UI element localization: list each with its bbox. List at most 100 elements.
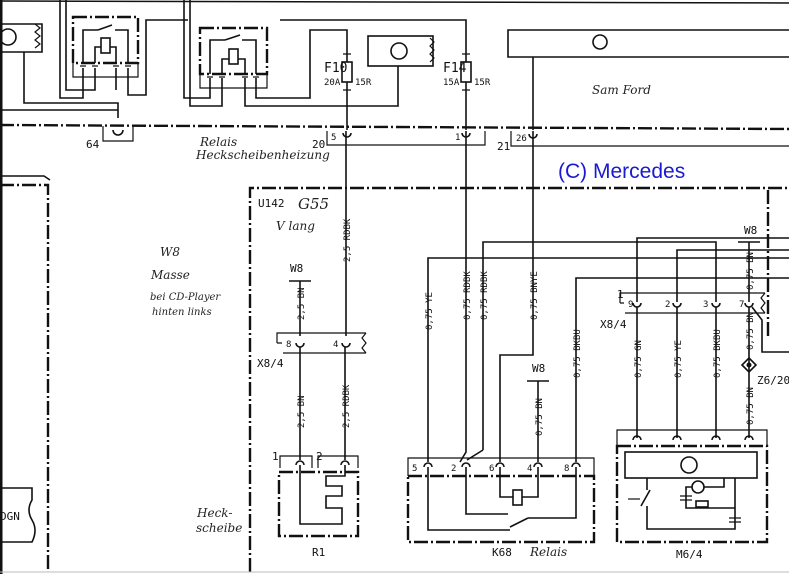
wire-label-075-rdbk-a: 0,75 RDBK: [463, 271, 473, 320]
r1-label: R1: [312, 546, 325, 559]
control-unit-top-right: Sam Ford: [507, 29, 789, 130]
svg-text:Z6/20: Z6/20: [757, 374, 789, 387]
wire-label-075-gn: 0,75 GN: [634, 340, 644, 378]
relay-switch-icon: [509, 517, 529, 528]
relay-switch-icon: [97, 24, 113, 31]
fuse-f14-id: F14: [443, 61, 467, 76]
relay-coil-icon: [228, 48, 239, 65]
watermark: (C) Mercedes: [558, 160, 685, 183]
wire-label-075-bnye: 0,75 BNYE: [530, 271, 540, 320]
svg-text:bei CD-Player: bei CD-Player: [150, 292, 221, 303]
svg-text:3: 3: [703, 300, 708, 310]
wire-label-075-bkbu: 0,75 BKBU: [573, 329, 583, 378]
svg-text:8: 8: [564, 464, 569, 474]
wire-label-075-bn-right-mid: 0,75 BN: [746, 312, 756, 350]
wire-075-ye: [427, 257, 789, 462]
heater-element-icon: [695, 500, 709, 508]
svg-text:6: 6: [489, 464, 494, 474]
svg-text:Masse: Masse: [150, 268, 190, 282]
connector-21-label: 21: [497, 140, 510, 153]
connector-x8-4-right: 1 9 2 3 7 X8/4: [600, 288, 766, 331]
fuse-f10: F10 20A 15R: [283, 29, 399, 130]
wire-075-bnye: [499, 131, 534, 462]
wire-label-25-rdbk: 2,5 RDBK: [343, 218, 353, 262]
k68-label: K68: [492, 546, 512, 559]
connector-dgn-label: DGN: [0, 510, 20, 523]
component-k68-relay: 5 2 6 4 8 K68 Relais: [406, 457, 596, 559]
handwritten-k68-relais: Relais: [529, 545, 567, 559]
handwritten-heck: Heck-: [196, 506, 232, 520]
handwritten-g55: G55: [298, 195, 329, 213]
svg-text:W8: W8: [290, 262, 303, 275]
connector-64-label: 64: [86, 138, 100, 151]
connector-20: 20 5 1: [312, 131, 486, 151]
wire-label-075-bn-middle: 0,75 BN: [535, 398, 545, 436]
svg-text:2: 2: [665, 300, 670, 310]
handwritten-scheibe: scheibe: [196, 521, 242, 535]
relay-switch-icon: [224, 34, 241, 41]
wire-075-ye-top: [676, 249, 789, 302]
fuse-f10-terminal: 15R: [355, 78, 372, 88]
handwritten-heckscheibenheizung: Heckscheibenheizung: [195, 148, 330, 162]
wire-label-25-bn-lower: 2,5 BN: [297, 395, 307, 428]
x8-4-left-label: X8/4: [257, 357, 284, 370]
ground-w8-left: W8: [289, 262, 311, 336]
svg-text:9: 9: [628, 300, 633, 310]
transistor-module-middle: [280, 19, 467, 67]
svg-text:5: 5: [412, 464, 417, 474]
u142-module-border: [248, 186, 789, 572]
splice-z6-20: Z6/20: [740, 356, 789, 387]
wire-label-075-bkbu-right: 0,75 BKBU: [713, 329, 723, 378]
wire-075-gn-top: [636, 237, 789, 302]
handwritten-relais: Relais: [199, 135, 237, 149]
svg-text:2: 2: [451, 464, 456, 474]
ground-w8-middle: W8: [527, 362, 549, 462]
svg-text:hinten links: hinten links: [152, 307, 212, 318]
wire-075-rdbk-b: [482, 241, 717, 450]
wire-label-075-ye: 0,75 YE: [425, 292, 435, 330]
transistor-icon: [592, 34, 608, 50]
fuse-f14-terminal: 15R: [474, 78, 491, 88]
connector-64: 64: [86, 126, 134, 151]
relay-coil-icon: [512, 489, 523, 506]
left-panel: DGN: [0, 175, 51, 572]
transistor-icon: [390, 42, 408, 60]
ground-w8-right: W8: [738, 224, 760, 302]
svg-text:1: 1: [272, 450, 279, 463]
handwritten-sam-ford: Sam Ford: [592, 83, 651, 97]
svg-text:4: 4: [333, 340, 338, 350]
u142-label: U142: [258, 197, 285, 210]
transistor-icon: [0, 28, 17, 46]
transistor-module-left: [0, 23, 119, 118]
svg-text:4: 4: [527, 464, 532, 474]
svg-text:2: 2: [316, 450, 323, 463]
wire-label-25-rdbk-lower: 2,5 RDBK: [342, 384, 352, 428]
connector-21: 21 26: [497, 131, 789, 153]
relay-module-1: [59, 0, 188, 99]
x8-4-right-label: X8/4: [600, 318, 627, 331]
connector-20-label: 20: [312, 138, 325, 151]
svg-text:8: 8: [286, 340, 291, 350]
wire-label-075-ye-right: 0,75 YE: [674, 340, 684, 378]
heater-element-icon: [299, 465, 346, 525]
m6-4-label: M6/4: [676, 548, 703, 561]
svg-text:W8: W8: [532, 362, 545, 375]
relay-module-2: [183, 0, 283, 107]
wire-075-rdbk-a: [459, 131, 467, 463]
wire-label-075-rdbk-b: 0,75 RDBK: [480, 271, 490, 320]
motor-icon: [691, 480, 705, 494]
wire-label-075-bn-right-top: 0,75 BN: [746, 252, 756, 290]
wire-branch-right: [751, 306, 789, 353]
relay-coil-icon: [100, 37, 111, 54]
svg-text:1: 1: [617, 288, 624, 301]
connector-boundary-line: [0, 123, 789, 131]
fuse-f10-id: F10: [324, 61, 347, 76]
connector-pin-1: 1: [455, 133, 460, 143]
wire-label-25-bn: 2,5 BN: [297, 287, 307, 320]
svg-text:W8: W8: [160, 245, 180, 259]
fuse-f14: F14 15A 15R: [443, 52, 491, 130]
wire-label-075-bn-right-low: 0,75 BN: [746, 387, 756, 425]
component-r1: 1 2 R1: [272, 450, 360, 559]
wire-075-bkbu: [575, 277, 789, 462]
